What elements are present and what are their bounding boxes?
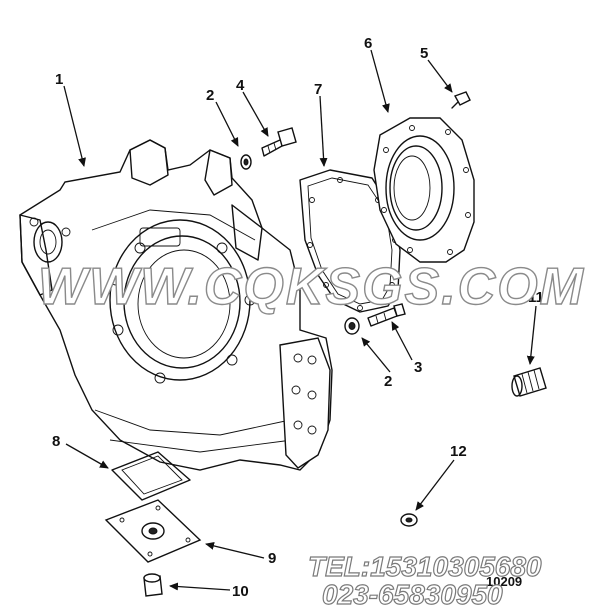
leader-lines [63, 49, 537, 591]
pipe-plug [511, 367, 547, 397]
stud [367, 303, 406, 327]
callout-11: 11 [528, 289, 544, 306]
callout-5: 5 [420, 45, 428, 62]
figure-reference: 10209 [486, 574, 522, 589]
washer-upper [240, 154, 252, 170]
callout-7: 7 [314, 81, 322, 98]
watermark-site: WWW.CQKSGS.COM [38, 258, 585, 316]
capscrew-small [451, 91, 471, 109]
callout-labels: 1 2 4 6 5 7 2 3 11 12 8 9 10 [52, 35, 544, 600]
capscrew [261, 127, 297, 157]
callout-2-upper: 2 [206, 87, 214, 104]
washer-lower [344, 317, 360, 335]
watermark-tel: TEL:15310305680 [308, 551, 542, 582]
washer-12 [400, 513, 418, 527]
callout-2-lower: 2 [384, 373, 392, 390]
watermark-phone: 023-65830950 [322, 579, 503, 610]
callout-12: 12 [450, 443, 467, 460]
callout-1: 1 [55, 71, 63, 88]
callout-8: 8 [52, 433, 60, 450]
drain-plug [143, 573, 163, 597]
cover-gasket [111, 451, 191, 501]
callout-6: 6 [364, 35, 372, 52]
callout-10: 10 [232, 583, 249, 600]
cover-plate [104, 499, 202, 563]
rear-seal-housing [373, 117, 475, 263]
flywheel-housing [19, 139, 333, 471]
callout-3: 3 [414, 359, 422, 376]
callout-9: 9 [268, 550, 276, 567]
callout-4: 4 [236, 77, 245, 94]
